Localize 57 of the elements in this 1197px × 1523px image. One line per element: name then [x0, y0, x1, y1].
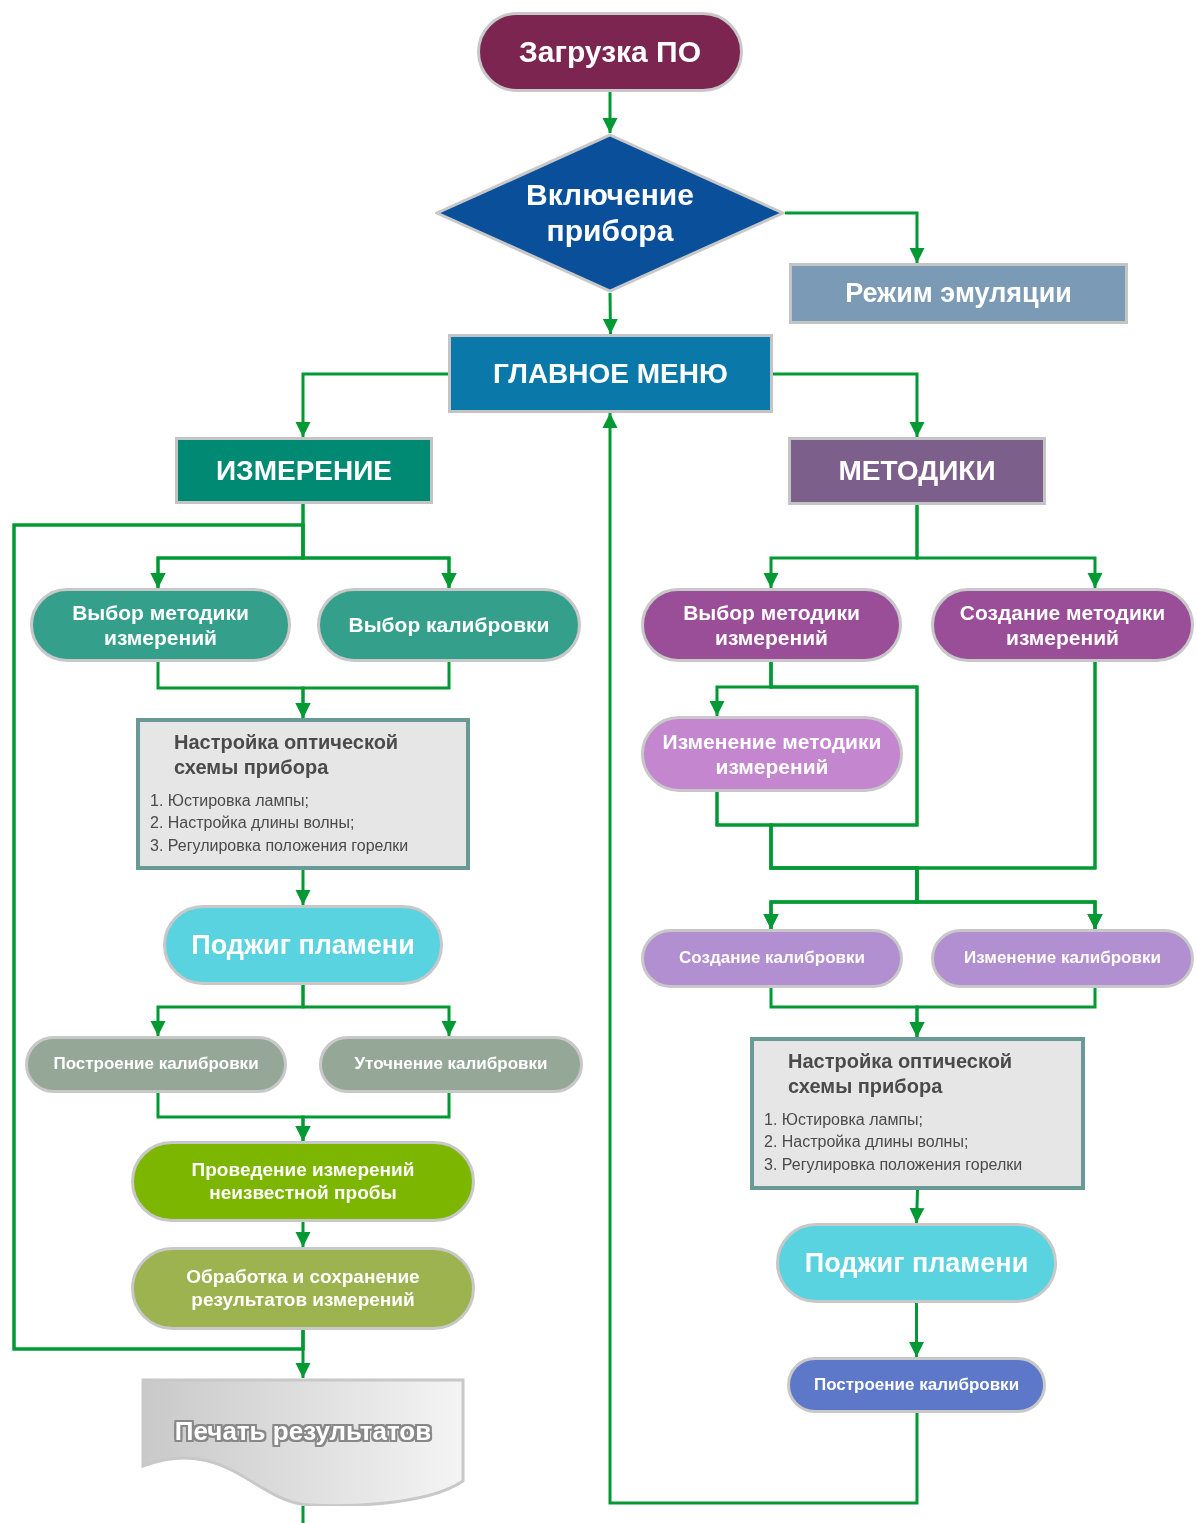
- arrow: [602, 292, 618, 335]
- node-label: Создание калибровки: [679, 948, 865, 969]
- node-label: Включение прибора: [525, 177, 695, 249]
- arrow: [909, 1189, 925, 1224]
- node-label: Уточнение калибровки: [354, 1054, 548, 1075]
- node-label: ГЛАВНОЕ МЕНЮ: [493, 356, 728, 391]
- node-label: Выбор калибровки: [348, 612, 550, 638]
- arrow: [295, 1222, 311, 1247]
- list-item: 3. Регулировка положения горелки: [150, 835, 409, 856]
- note-panel: [750, 1037, 1085, 1190]
- arrow: [909, 1303, 924, 1357]
- list-item: 2. Настройка длины волны;: [150, 813, 355, 834]
- terminal-pill: [319, 1036, 583, 1093]
- arrow: [295, 1093, 451, 1141]
- node-label: Обработка и сохранение результатов измерений: [185, 1265, 421, 1312]
- process-box: [789, 263, 1128, 324]
- node-label: Поджиг пламени: [191, 928, 415, 962]
- arrow: [301, 985, 457, 1036]
- list-item: 2. Настройка длины волны;: [764, 1132, 969, 1153]
- node-label: Проведение измерений неизвестной пробы: [190, 1158, 416, 1205]
- node-label: Выбор методики измерений: [682, 599, 861, 651]
- arrow: [295, 870, 311, 905]
- panel-heading: Настройка оптической схемы прибора: [174, 730, 400, 780]
- document-shape: [141, 1378, 465, 1506]
- arrow: [785, 211, 925, 263]
- arrow: [915, 662, 1103, 929]
- arrow: [295, 662, 451, 718]
- list-item: 1. Юстировка лампы;: [764, 1110, 924, 1130]
- arrow: [295, 372, 448, 437]
- arrow: [12, 523, 457, 1351]
- node-label: Загрузка ПО: [518, 34, 701, 70]
- list-item: 3. Регулировка положения горелки: [764, 1154, 1023, 1175]
- process-box: [788, 437, 1046, 505]
- decision-diamond: [435, 133, 785, 293]
- process-box: [448, 334, 773, 413]
- arrow: [773, 372, 925, 437]
- terminal-pill: [787, 1357, 1046, 1413]
- arrow: [909, 988, 1097, 1037]
- node-label: Поджиг пламени: [804, 1246, 1029, 1280]
- node-label: МЕТОДИКИ: [838, 454, 996, 488]
- node-label: Режим эмуляции: [845, 277, 1072, 310]
- node-label: Построение калибровки: [53, 1054, 259, 1075]
- arrow: [602, 413, 919, 1505]
- list-item: 1. Юстировка лампы;: [150, 791, 310, 811]
- terminal-pill: [25, 1036, 287, 1093]
- open-connector: [301, 1506, 305, 1523]
- process-box: [175, 437, 433, 504]
- arrow: [915, 505, 1103, 588]
- node-label: Создание методики измерений: [958, 599, 1167, 651]
- node-label: ИЗМЕРЕНИЕ: [215, 453, 392, 488]
- panel-heading: Настройка оптической схемы прибора: [788, 1049, 1014, 1099]
- node-label: Изменение калибровки: [964, 948, 1161, 969]
- node-label: Изменение методики измерений: [661, 728, 883, 780]
- note-panel: [136, 718, 470, 870]
- arrow: [602, 92, 618, 133]
- node-label: Построение калибровки: [813, 1374, 1020, 1396]
- node-label: Выбор методики измерений: [71, 599, 250, 651]
